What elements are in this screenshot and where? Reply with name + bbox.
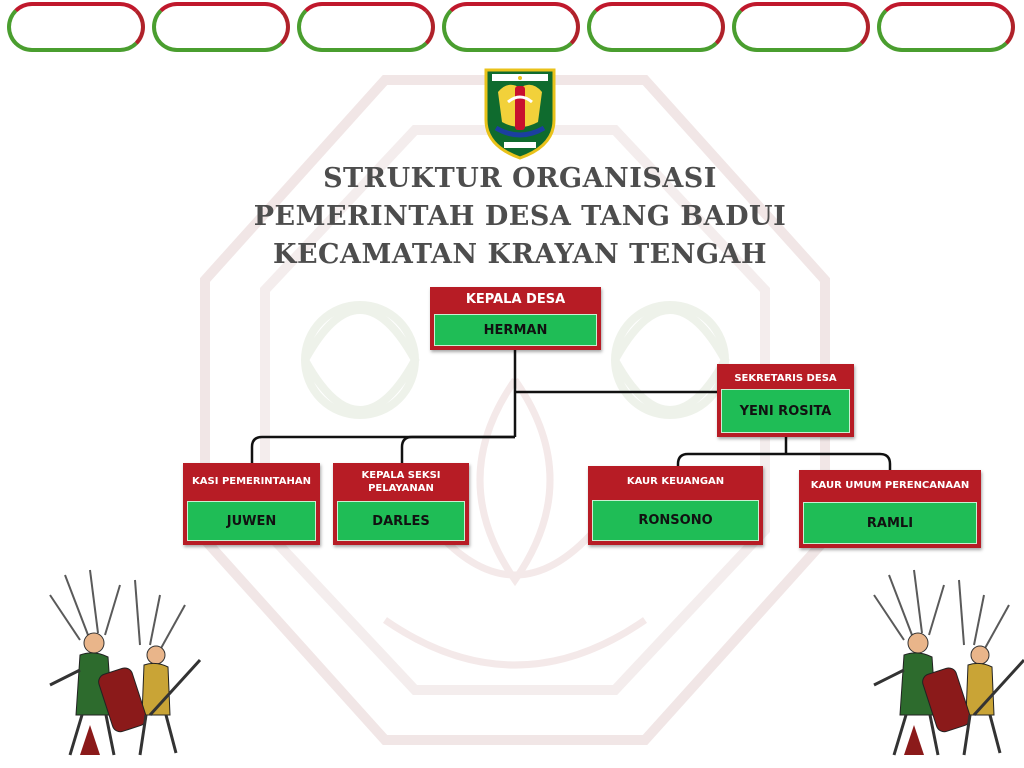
header-pill-5: [587, 2, 725, 52]
kasi-pemerintahan-name: JUWEN: [187, 501, 316, 541]
kepala-desa-role: KEPALA DESA: [465, 292, 566, 307]
regency-emblem: [484, 68, 556, 160]
title-line-3: KECAMATAN KRAYAN TENGAH: [273, 239, 767, 270]
kepala-desa-box: KEPALA DESA HERMAN: [430, 287, 601, 350]
title-line-1: STRUKTUR ORGANISASI: [323, 163, 717, 194]
kepala-desa-name: HERMAN: [434, 314, 597, 346]
header-pill-6: [732, 2, 870, 52]
kaur-umum-perencanaan-box: KAUR UMUM PERENCANAAN RAMLI: [799, 470, 981, 548]
kaur-keuangan-role: KAUR KEUANGAN: [626, 476, 725, 487]
kasi-pemerintahan-role: KASI PEMERINTAHAN: [192, 476, 311, 487]
header-pill-2: [152, 2, 290, 52]
kaur-umum-perencanaan-name: RAMLI: [803, 502, 977, 544]
sekretaris-desa-role: SEKRETARIS DESA: [734, 373, 837, 384]
sekretaris-desa-box: SEKRETARIS DESA YENI ROSITA: [717, 364, 854, 437]
kaur-keuangan-name: RONSONO: [592, 500, 759, 541]
dayak-dancers-left: [49, 569, 202, 756]
kasi-pemerintahan-box: KASI PEMERINTAHAN JUWEN: [183, 463, 320, 545]
header-pill-4: [442, 2, 580, 52]
dayak-dancers-right: [873, 569, 1024, 756]
kepala-seksi-pelayanan-name: DARLES: [337, 501, 465, 541]
title-line-2: PEMERINTAH DESA TANG BADUI: [253, 201, 787, 232]
faint-overlay-text: OPEA: [646, 568, 674, 578]
kepala-seksi-pelayanan-role: KEPALA SEKSI PELAYANAN: [361, 470, 441, 494]
header-pill-1: [7, 2, 145, 52]
kepala-seksi-pelayanan-box: KEPALA SEKSI PELAYANAN DARLES: [333, 463, 469, 545]
sekretaris-desa-name: YENI ROSITA: [721, 389, 850, 433]
kaur-keuangan-box: KAUR KEUANGAN RONSONO: [588, 466, 763, 545]
header-pill-3: [297, 2, 435, 52]
header-pill-7: [877, 2, 1015, 52]
kaur-umum-perencanaan-role: KAUR UMUM PERENCANAAN: [810, 480, 970, 491]
dayak-ornament-watermark: [200, 75, 830, 745]
page-title: STRUKTUR ORGANISASI PEMERINTAH DESA TANG…: [200, 160, 840, 274]
